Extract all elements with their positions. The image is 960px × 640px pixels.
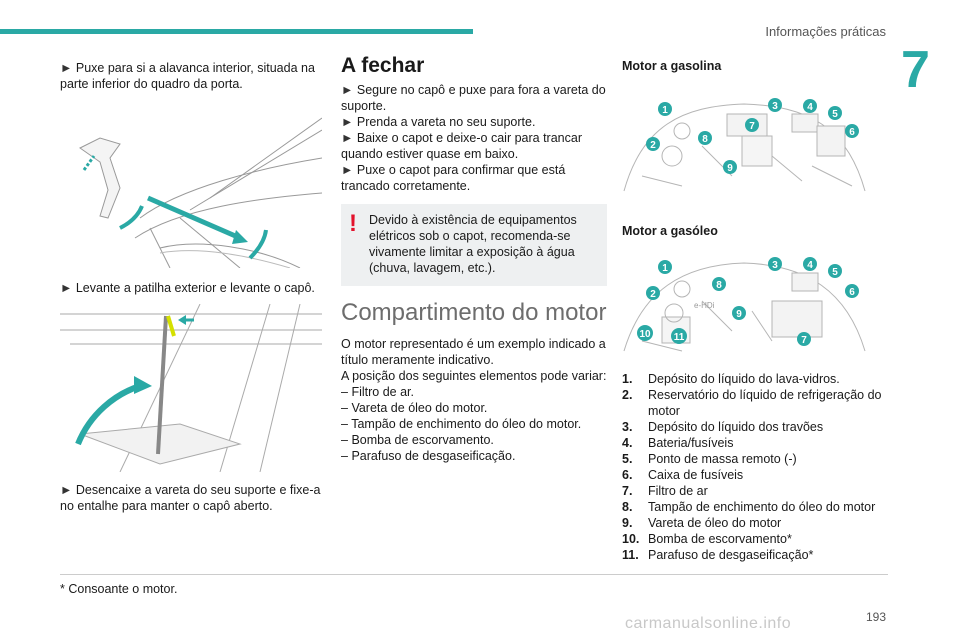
badge-6: 6 xyxy=(845,124,859,138)
footer-divider xyxy=(60,574,888,575)
svg-text:8: 8 xyxy=(702,134,708,145)
warning-note: ! Devido à existência de equipamentos el… xyxy=(341,204,607,286)
variant-item: – Parafuso de desgaseificação. xyxy=(341,449,516,463)
svg-text:10: 10 xyxy=(639,329,651,340)
chapter-number: 7 xyxy=(901,41,930,99)
badge-9: 9 xyxy=(723,160,737,174)
badge-8: 8 xyxy=(712,277,726,291)
svg-text:7: 7 xyxy=(801,335,807,346)
list-item: 3.Depósito do líquido dos travões xyxy=(622,420,824,434)
closing-step: ► Prenda a vareta no seu suporte. xyxy=(341,115,536,129)
list-item: 7.Filtro de ar xyxy=(622,484,708,498)
arrow-bullet-icon: ► xyxy=(341,115,357,129)
arrow-bullet-icon: ► xyxy=(341,83,357,97)
closing-step: ► Segure no capô e puxe para fora a vare… xyxy=(341,83,606,113)
badge-2: 2 xyxy=(646,286,660,300)
hood-prop-illustration xyxy=(60,303,322,473)
badge-3: 3 xyxy=(768,257,782,271)
engine-label: e-HDi xyxy=(694,301,715,310)
svg-text:1: 1 xyxy=(662,105,668,116)
badge-1: 1 xyxy=(658,260,672,274)
badge-2: 2 xyxy=(646,137,660,151)
petrol-engine-heading: Motor a gasolina xyxy=(622,59,722,73)
warning-text: Devido à existência de equipamentos elét… xyxy=(369,213,577,275)
variant-item: – Tampão de enchimento do óleo do motor. xyxy=(341,417,582,431)
badge-7: 7 xyxy=(797,332,811,346)
arrow-bullet-icon: ► xyxy=(341,163,357,177)
closing-step: ► Baixe o capot e deixe-o cair para tran… xyxy=(341,131,582,161)
svg-text:5: 5 xyxy=(832,267,838,278)
variant-item: – Filtro de ar. xyxy=(341,385,414,399)
page-number: 193 xyxy=(865,610,886,624)
badge-8: 8 xyxy=(698,131,712,145)
list-item: 1.Depósito do líquido do lava-vidros. xyxy=(622,372,840,386)
column-hood-closing: A fechar ► Segure no capô e puxe para fo… xyxy=(341,54,607,464)
petrol-engine-diagram: 1 2 3 4 5 6 7 8 9 xyxy=(623,98,866,192)
arrow-bullet-icon: ► xyxy=(60,281,76,295)
svg-text:1: 1 xyxy=(662,263,668,274)
badge-10: 10 xyxy=(637,325,653,341)
svg-text:8: 8 xyxy=(716,280,722,291)
step-paragraph: ► Levante a patilha exterior e levante o… xyxy=(60,281,315,295)
footnote: * Consoante o motor. xyxy=(60,582,178,596)
intro-text-2: A posição dos seguintes elementos pode v… xyxy=(341,369,607,383)
svg-text:9: 9 xyxy=(736,309,742,320)
arrow-bullet-icon: ► xyxy=(60,483,76,497)
arrow-bullet-icon: ► xyxy=(60,61,76,75)
list-item: 11.Parafuso de desgaseificação* xyxy=(622,548,814,562)
badge-9: 9 xyxy=(732,306,746,320)
closing-heading: A fechar xyxy=(341,54,425,77)
badge-1: 1 xyxy=(658,102,672,116)
list-item: 6.Caixa de fusíveis xyxy=(622,468,744,482)
svg-text:3: 3 xyxy=(772,260,778,271)
svg-text:9: 9 xyxy=(727,163,733,174)
svg-text:6: 6 xyxy=(849,287,855,298)
badge-5: 5 xyxy=(828,106,842,120)
step-paragraph: ► Puxe para si a alavanca interior, situ… xyxy=(60,61,315,91)
svg-text:7: 7 xyxy=(749,121,755,132)
list-item: 2.Reservatório do líquido de refrigeraçã… xyxy=(622,388,882,418)
list-item: 4.Bateria/fusíveis xyxy=(622,436,734,450)
svg-text:11: 11 xyxy=(674,332,685,343)
svg-text:4: 4 xyxy=(807,102,813,113)
svg-text:2: 2 xyxy=(650,140,656,151)
badge-3: 3 xyxy=(768,98,782,112)
badge-6: 6 xyxy=(845,284,859,298)
arrow-bullet-icon: ► xyxy=(341,131,357,145)
section-title: Informações práticas xyxy=(765,24,886,39)
step-paragraph: ► Desencaixe a vareta do seu suporte e f… xyxy=(60,483,321,513)
list-item: 5.Ponto de massa remoto (-) xyxy=(622,452,797,466)
engine-compartment-heading: Compartimento do motor xyxy=(341,299,607,326)
list-item: 8.Tampão de enchimento do óleo do motor xyxy=(622,500,876,514)
svg-text:3: 3 xyxy=(772,101,778,112)
badge-4: 4 xyxy=(803,99,817,113)
watermark: carmanualsonline.info xyxy=(625,615,792,632)
list-item: 9.Vareta de óleo do motor xyxy=(622,516,782,530)
closing-step: ► Puxe o capot para confirmar que está t… xyxy=(341,163,566,193)
interior-lever-illustration xyxy=(60,98,323,269)
column-hood-opening: ► Puxe para si a alavanca interior, situ… xyxy=(60,60,323,514)
variant-item: – Bomba de escorvamento. xyxy=(341,433,494,447)
badge-4: 4 xyxy=(803,257,817,271)
svg-text:5: 5 xyxy=(832,109,838,120)
variant-item: – Vareta de óleo do motor. xyxy=(341,401,488,415)
badge-7: 7 xyxy=(745,118,759,132)
intro-text: O motor representado é um exemplo indica… xyxy=(341,337,606,367)
svg-text:2: 2 xyxy=(650,289,656,300)
diesel-engine-diagram: e-HDi 1 2 3 4 5 6 7 8 9 10 11 xyxy=(623,257,866,352)
badge-5: 5 xyxy=(828,264,842,278)
column-engine-diagrams: Motor a gasolina 1 2 3 4 5 6 7 8 9 Motor… xyxy=(622,58,892,563)
component-list: 1.Depósito do líquido do lava-vidros. 2.… xyxy=(622,371,892,563)
exclamation-icon: ! xyxy=(349,210,357,237)
svg-text:6: 6 xyxy=(849,127,855,138)
badge-11: 11 xyxy=(671,328,687,344)
svg-text:4: 4 xyxy=(807,260,813,271)
header-accent-bar xyxy=(0,29,473,34)
diesel-engine-heading: Motor a gasóleo xyxy=(622,224,718,238)
list-item: 10.Bomba de escorvamento* xyxy=(622,532,792,546)
